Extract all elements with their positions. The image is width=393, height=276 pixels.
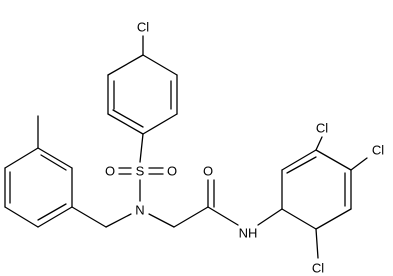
atom-n1: N [135,203,144,218]
atom-nh: NH [239,226,258,241]
bond-33 [257,208,283,226]
bond-25 [37,147,73,169]
bond-28 [148,213,175,228]
atom-cl4: Cl [312,261,324,276]
bond-9 [112,109,144,128]
atom-s: S [136,164,145,179]
bond-24 [4,147,39,169]
bond-16 [105,213,132,228]
bond-20 [4,206,39,228]
atom-o2: O [167,164,177,179]
bond-39 [315,136,323,151]
atom-cl1: Cl [137,20,149,35]
bond-1 [107,54,144,76]
bond-37 [286,156,317,174]
bond-17 [71,206,107,228]
bond-42 [350,157,368,171]
atom-cl2: Cl [316,121,328,136]
bond-26 [40,154,67,171]
bond-36 [281,149,317,171]
bond-43 [315,208,352,230]
atom-cl3: Cl [372,143,384,158]
bond-44 [315,228,319,259]
bond-29 [173,206,209,228]
bond-18 [37,206,73,228]
bond-32 [207,206,239,226]
bond-2 [142,54,178,76]
bond-5 [107,113,144,135]
bond-21 [37,203,67,221]
atom-o1: O [105,164,115,179]
bond-35 [281,208,317,230]
bond-6 [142,113,178,135]
bond-38 [315,149,352,171]
bond-10 [139,133,144,163]
bonds [4,35,368,259]
atom-o3: O [203,164,213,179]
